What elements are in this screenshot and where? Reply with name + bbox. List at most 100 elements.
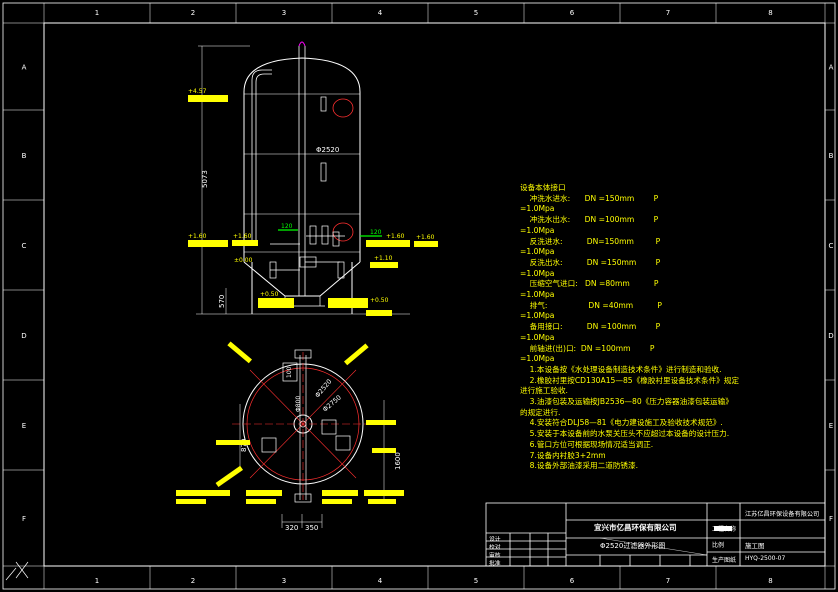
level-cone: +1.10: [374, 255, 393, 262]
grid-row-label: E: [22, 422, 26, 430]
note-line: 排气: DN =40mm P: [520, 300, 662, 310]
grid-col-label: 1: [95, 577, 99, 585]
design-notes: 设备本体接口 冲洗水进水: DN =150mm P=1.0Mpa 冲洗水出水: …: [520, 183, 820, 472]
plan-box-l: [282, 362, 298, 382]
title-block: [485, 502, 826, 567]
tb-right-company: 江苏亿昌环保设备有限公司: [745, 511, 820, 518]
nozzle-120b: 120: [370, 229, 382, 236]
tb-sign-1: 设计: [489, 537, 501, 543]
manway-upper: [332, 98, 354, 118]
tb-right-row-1: 工程名称: [712, 526, 737, 533]
note-line: 冲洗水进水: DN =150mm P: [520, 193, 659, 203]
level-mid-left: +1.60: [188, 233, 207, 240]
plan-nozzle-top: [294, 349, 312, 359]
note-line: =1.0Mpa: [520, 225, 555, 235]
grid-row-label: F: [22, 515, 26, 523]
tb-company: 宜兴市亿昌环保有限公司: [594, 523, 677, 532]
grid-col-label: 3: [282, 9, 286, 17]
plan-box-r2: [335, 435, 351, 451]
note-line: 7.设备内衬胶3+2mm: [520, 450, 606, 460]
grid-col-label: 6: [570, 577, 575, 585]
grid-col-label: 2: [191, 9, 195, 17]
plan-box-r: [321, 419, 337, 435]
grid-col-label: 8: [768, 9, 772, 17]
level-markers: +4.57 +1.60 +1.60 +1.60 +1.60 +1.10 +0.5…: [188, 88, 438, 318]
grid-col-label: 2: [191, 577, 195, 585]
grid-col-label: 3: [282, 577, 286, 585]
tb-sign-3: 审核: [489, 553, 501, 559]
note-line: =1.0Mpa: [520, 354, 555, 364]
grid-ticks: [3, 3, 835, 589]
grid-col-label: 5: [474, 577, 478, 585]
note-line: =1.0Mpa: [520, 268, 555, 278]
note-line: 6.管口方位可根据现场情况适当调正.: [520, 439, 654, 449]
note-line: =1.0Mpa: [520, 311, 555, 321]
grid-col-label: 8: [768, 577, 772, 585]
note-line: 8.设备外部油漆采用二道防锈漆.: [520, 461, 639, 471]
left-external-pipe-2: [255, 73, 272, 244]
grid-row-label: B: [829, 152, 834, 160]
tb-sign-4: 批准: [489, 561, 501, 567]
grid-row-label: F: [829, 515, 833, 523]
grid-col-label: 1: [95, 9, 99, 17]
grid-row-label: A: [829, 64, 834, 72]
level-top: +4.57: [188, 88, 207, 95]
grid-col-label: 6: [570, 9, 575, 17]
plan-320: 320: [285, 524, 298, 532]
note-line: 1.本设备按《水处理设备制造技术条件》进行制造和验收.: [520, 364, 722, 374]
tb-drawing-no: HYQ-2500-07: [745, 555, 786, 562]
note-line: 备用接口: DN =100mm P: [520, 322, 661, 332]
elevation-view: 5073 570 Φ2520 120 120 +4.57 +1.60 +1.60…: [188, 41, 438, 318]
ucs-icon: [5, 561, 29, 581]
notes-header: 设备本体接口: [520, 183, 566, 192]
level-low-r: +0.50: [370, 297, 389, 304]
note-line: 进行施工验收.: [520, 386, 568, 396]
grid-row-label: D: [828, 332, 833, 340]
grid-col-label: 5: [474, 9, 478, 17]
vessel-cone: [243, 261, 361, 297]
plan-d3: Φ800: [295, 396, 302, 412]
notes-lines: 冲洗水进水: DN =150mm P=1.0Mpa 冲洗水出水: DN =100…: [520, 194, 820, 472]
plan-diag-2: [249, 369, 357, 479]
note-line: 前轴进(出)口: DN =100mm P: [520, 343, 655, 353]
vessel-top-head: [243, 57, 361, 93]
note-line: 3.油漆包装及运输按JB2536—80《压力容器油漆包装运输》: [520, 397, 733, 407]
grid-row-label: E: [829, 422, 833, 430]
plan-box-l2: [261, 437, 277, 453]
note-line: =1.0Mpa: [520, 204, 555, 214]
tb-sign-2: 校对: [489, 545, 501, 551]
note-line: 的规定进行.: [520, 407, 561, 417]
note-line: =1.0Mpa: [520, 332, 555, 342]
note-line: 4.安装符合DLJ58—81《电力建设施工及验收技术规范》.: [520, 418, 723, 428]
valve-cluster: [269, 225, 345, 307]
level-low: +0.50: [260, 291, 279, 298]
note-line: 2.橡胶衬里按CD130A15—85《橡胶衬里设备技术条件》规定: [520, 375, 739, 385]
plan-d2: Φ2750: [321, 393, 343, 413]
grid-col-label: 7: [666, 577, 670, 585]
plan-350: 350: [305, 524, 318, 532]
plan-100: 100: [286, 366, 293, 378]
dim-base-text: 570: [218, 295, 226, 308]
plan-nozzle-bottom: [294, 493, 312, 503]
note-line: 反洗出水: DN =150mm P: [520, 257, 661, 267]
plan-870: 870: [240, 439, 248, 452]
grid-row-label: C: [829, 242, 834, 250]
grid-col-label: 4: [378, 9, 383, 17]
grid-row-label: B: [22, 152, 27, 160]
left-external-pipe: [251, 69, 272, 244]
pipe-top-bend: [298, 41, 306, 47]
tb-scale: 比例: [712, 542, 725, 549]
level-ground: ±0.00: [368, 311, 387, 318]
note-line: 5.安装于本设备前的水泵关压头不应超过本设备的设计压力.: [520, 429, 730, 439]
inlet-mid: [320, 162, 327, 182]
nozzle-120: 120: [281, 223, 293, 230]
tb-right-row-2: 生产图纸: [712, 557, 737, 564]
grid-col-label: 7: [666, 9, 670, 17]
dim-height-text: 5073: [201, 170, 209, 188]
inlet-upper: [320, 96, 327, 112]
note-line: 反洗进水: DN=150mm P: [520, 236, 661, 246]
note-line: =1.0Mpa: [520, 247, 555, 257]
